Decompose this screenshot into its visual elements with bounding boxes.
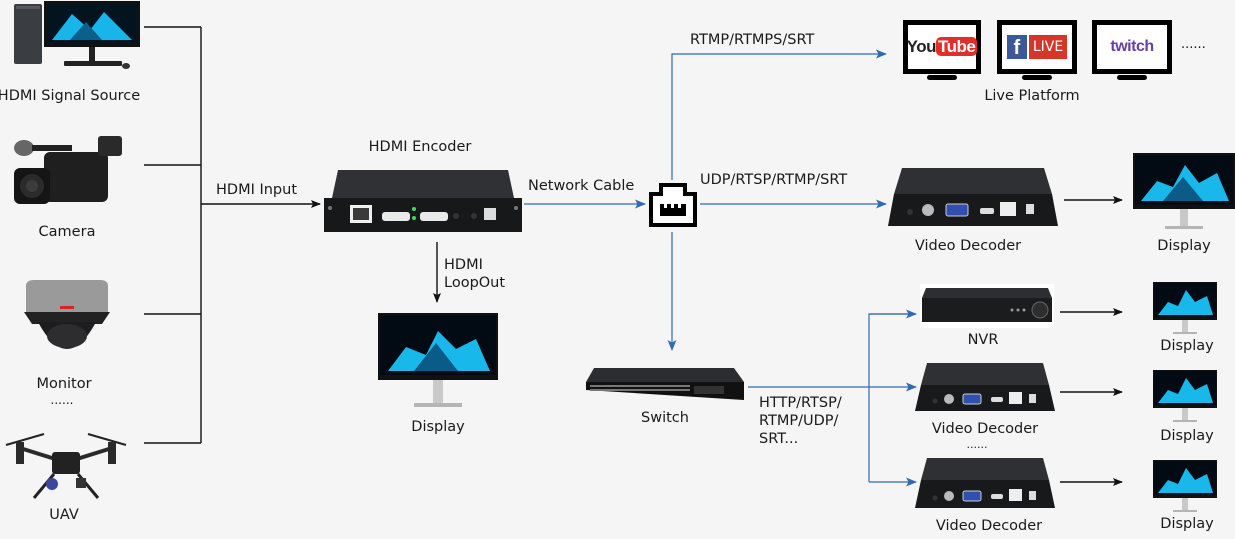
network-switch-device xyxy=(586,368,744,400)
arrow-live xyxy=(671,49,887,180)
facebook-logo-icon: f xyxy=(1006,35,1027,59)
display-icon xyxy=(1153,282,1217,334)
video-decoder-device xyxy=(888,168,1058,226)
network-cable-label: Network Cable xyxy=(528,178,635,194)
ethernet-port-icon xyxy=(649,183,697,227)
display-icon xyxy=(1153,370,1217,422)
display-label-4: Display xyxy=(1160,516,1214,532)
source-label-hdmi: HDMI Signal Source xyxy=(0,88,141,104)
outputs-more-ellipsis: ...... xyxy=(966,438,988,451)
video-decoder-device xyxy=(915,458,1055,508)
live-platform-label: Live Platform xyxy=(984,88,1080,104)
encoder-label: HDMI Encoder xyxy=(368,139,472,155)
dome-camera-icon xyxy=(24,280,110,349)
sources-more-ellipsis: ...... xyxy=(50,393,74,407)
tv-stand xyxy=(1117,75,1147,80)
hdmi-input-label: HDMI Input xyxy=(216,182,298,198)
display-loopout-icon xyxy=(378,313,498,407)
direct-decoder-label: Video Decoder xyxy=(914,238,1022,254)
desktop-pc-icon xyxy=(14,1,140,69)
live-platform-twitch[interactable]: twitch xyxy=(1092,20,1172,83)
decoder-protocol-label: UDP/RTSP/RTMP/SRT xyxy=(700,172,848,188)
output-label-nvr: NVR xyxy=(967,332,999,348)
nvr-device xyxy=(920,284,1054,328)
display-label-1: Display xyxy=(1157,238,1211,254)
loopout-label-line-1: HDMI xyxy=(444,257,483,273)
switch-label: Switch xyxy=(641,410,689,426)
source-label-camera: Camera xyxy=(38,224,96,240)
live-more-ellipsis: ...... xyxy=(1181,37,1206,52)
facebook-live-badge: LIVE xyxy=(1028,35,1068,59)
video-decoder-device xyxy=(915,363,1055,411)
drone-icon xyxy=(5,433,127,499)
loopout-display-label: Display xyxy=(411,419,465,435)
source-bus xyxy=(144,26,441,444)
output-label-decoder-3: Video Decoder xyxy=(935,518,1043,534)
tv-stand xyxy=(1022,75,1052,80)
output-label-decoder-2: Video Decoder xyxy=(931,421,1039,437)
display-icon xyxy=(1133,153,1235,229)
hdmi-encoder-device xyxy=(324,170,522,232)
live-platform-facebook[interactable]: f LIVE xyxy=(997,20,1077,83)
switch-protocol-line-2: RTMP/UDP/ xyxy=(759,413,839,429)
display-label-2: Display xyxy=(1160,338,1214,354)
branch-vertical xyxy=(868,313,916,482)
tv-stand xyxy=(927,75,957,80)
source-label-uav: UAV xyxy=(49,507,79,523)
live-protocol-label: RTMP/RTMPS/SRT xyxy=(690,32,815,48)
switch-protocol-label: HTTP/RTSP/ RTMP/UDP/ SRT... xyxy=(759,394,842,448)
camcorder-icon xyxy=(14,136,122,204)
switch-protocol-line-3: SRT... xyxy=(759,431,799,447)
display-icon xyxy=(1153,460,1217,512)
display-label-3: Display xyxy=(1160,428,1214,444)
loopout-label-line-2: LoopOut xyxy=(444,275,506,291)
loopout-label: HDMI LoopOut xyxy=(444,256,505,292)
source-label-monitor: Monitor xyxy=(36,376,92,392)
twitch-logo: twitch xyxy=(1110,38,1154,55)
switch-protocol-line-1: HTTP/RTSP/ xyxy=(759,395,842,411)
